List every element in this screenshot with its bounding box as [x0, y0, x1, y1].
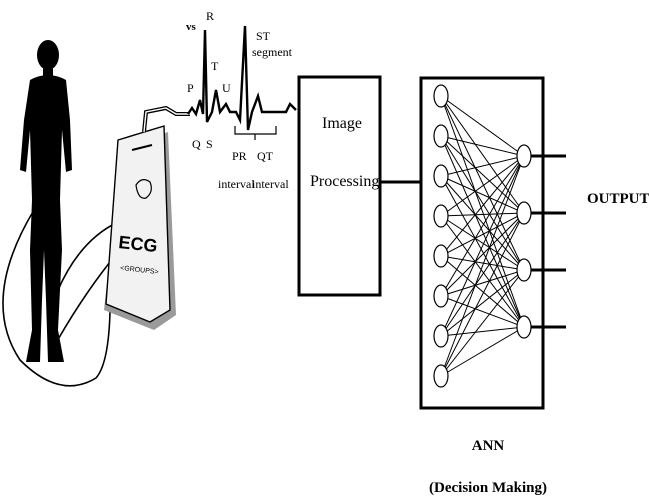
ann-output-node	[517, 145, 531, 167]
label-st: ST	[256, 29, 271, 43]
ann-output-node	[517, 316, 531, 338]
label-segment: segment	[252, 45, 293, 59]
label-pr-interval: interval	[218, 177, 255, 191]
ann-input-node	[434, 165, 448, 187]
label-u: U	[222, 81, 231, 95]
ann-input-node	[434, 365, 448, 387]
ann-sublabel: (Decision Making)	[429, 480, 547, 496]
ann-input-node	[434, 245, 448, 267]
ecg-wave-labels: vs R P T U Q S ST segment PR interval QT…	[186, 9, 293, 191]
ann-output-node	[517, 259, 531, 281]
ecg-waveform	[188, 26, 296, 130]
label-qt: QT	[257, 149, 274, 163]
label-s: S	[206, 137, 213, 151]
ann-output-node	[517, 202, 531, 224]
ann-label: ANN	[472, 438, 505, 454]
ann-input-node	[434, 205, 448, 227]
ecg-device: ECG <GROUPS>	[104, 126, 176, 330]
label-q: Q	[192, 137, 201, 151]
label-qt-interval: interval	[252, 177, 289, 191]
image-processing-line2: Processing	[310, 173, 379, 190]
label-t: T	[211, 59, 219, 73]
label-pr: PR	[232, 149, 247, 163]
ann-input-node	[434, 325, 448, 347]
image-processing-line1: Image	[322, 115, 362, 132]
label-p: P	[187, 81, 194, 95]
human-silhouette	[20, 40, 72, 362]
interval-brackets	[235, 126, 276, 140]
label-vs: vs	[186, 21, 197, 33]
ecg-device-label: ECG	[118, 232, 159, 256]
ann-input-node	[434, 85, 448, 107]
ann-input-node	[434, 125, 448, 147]
output-label: OUTPUT	[587, 191, 649, 207]
ann-input-node	[434, 285, 448, 307]
label-r: R	[206, 9, 214, 23]
